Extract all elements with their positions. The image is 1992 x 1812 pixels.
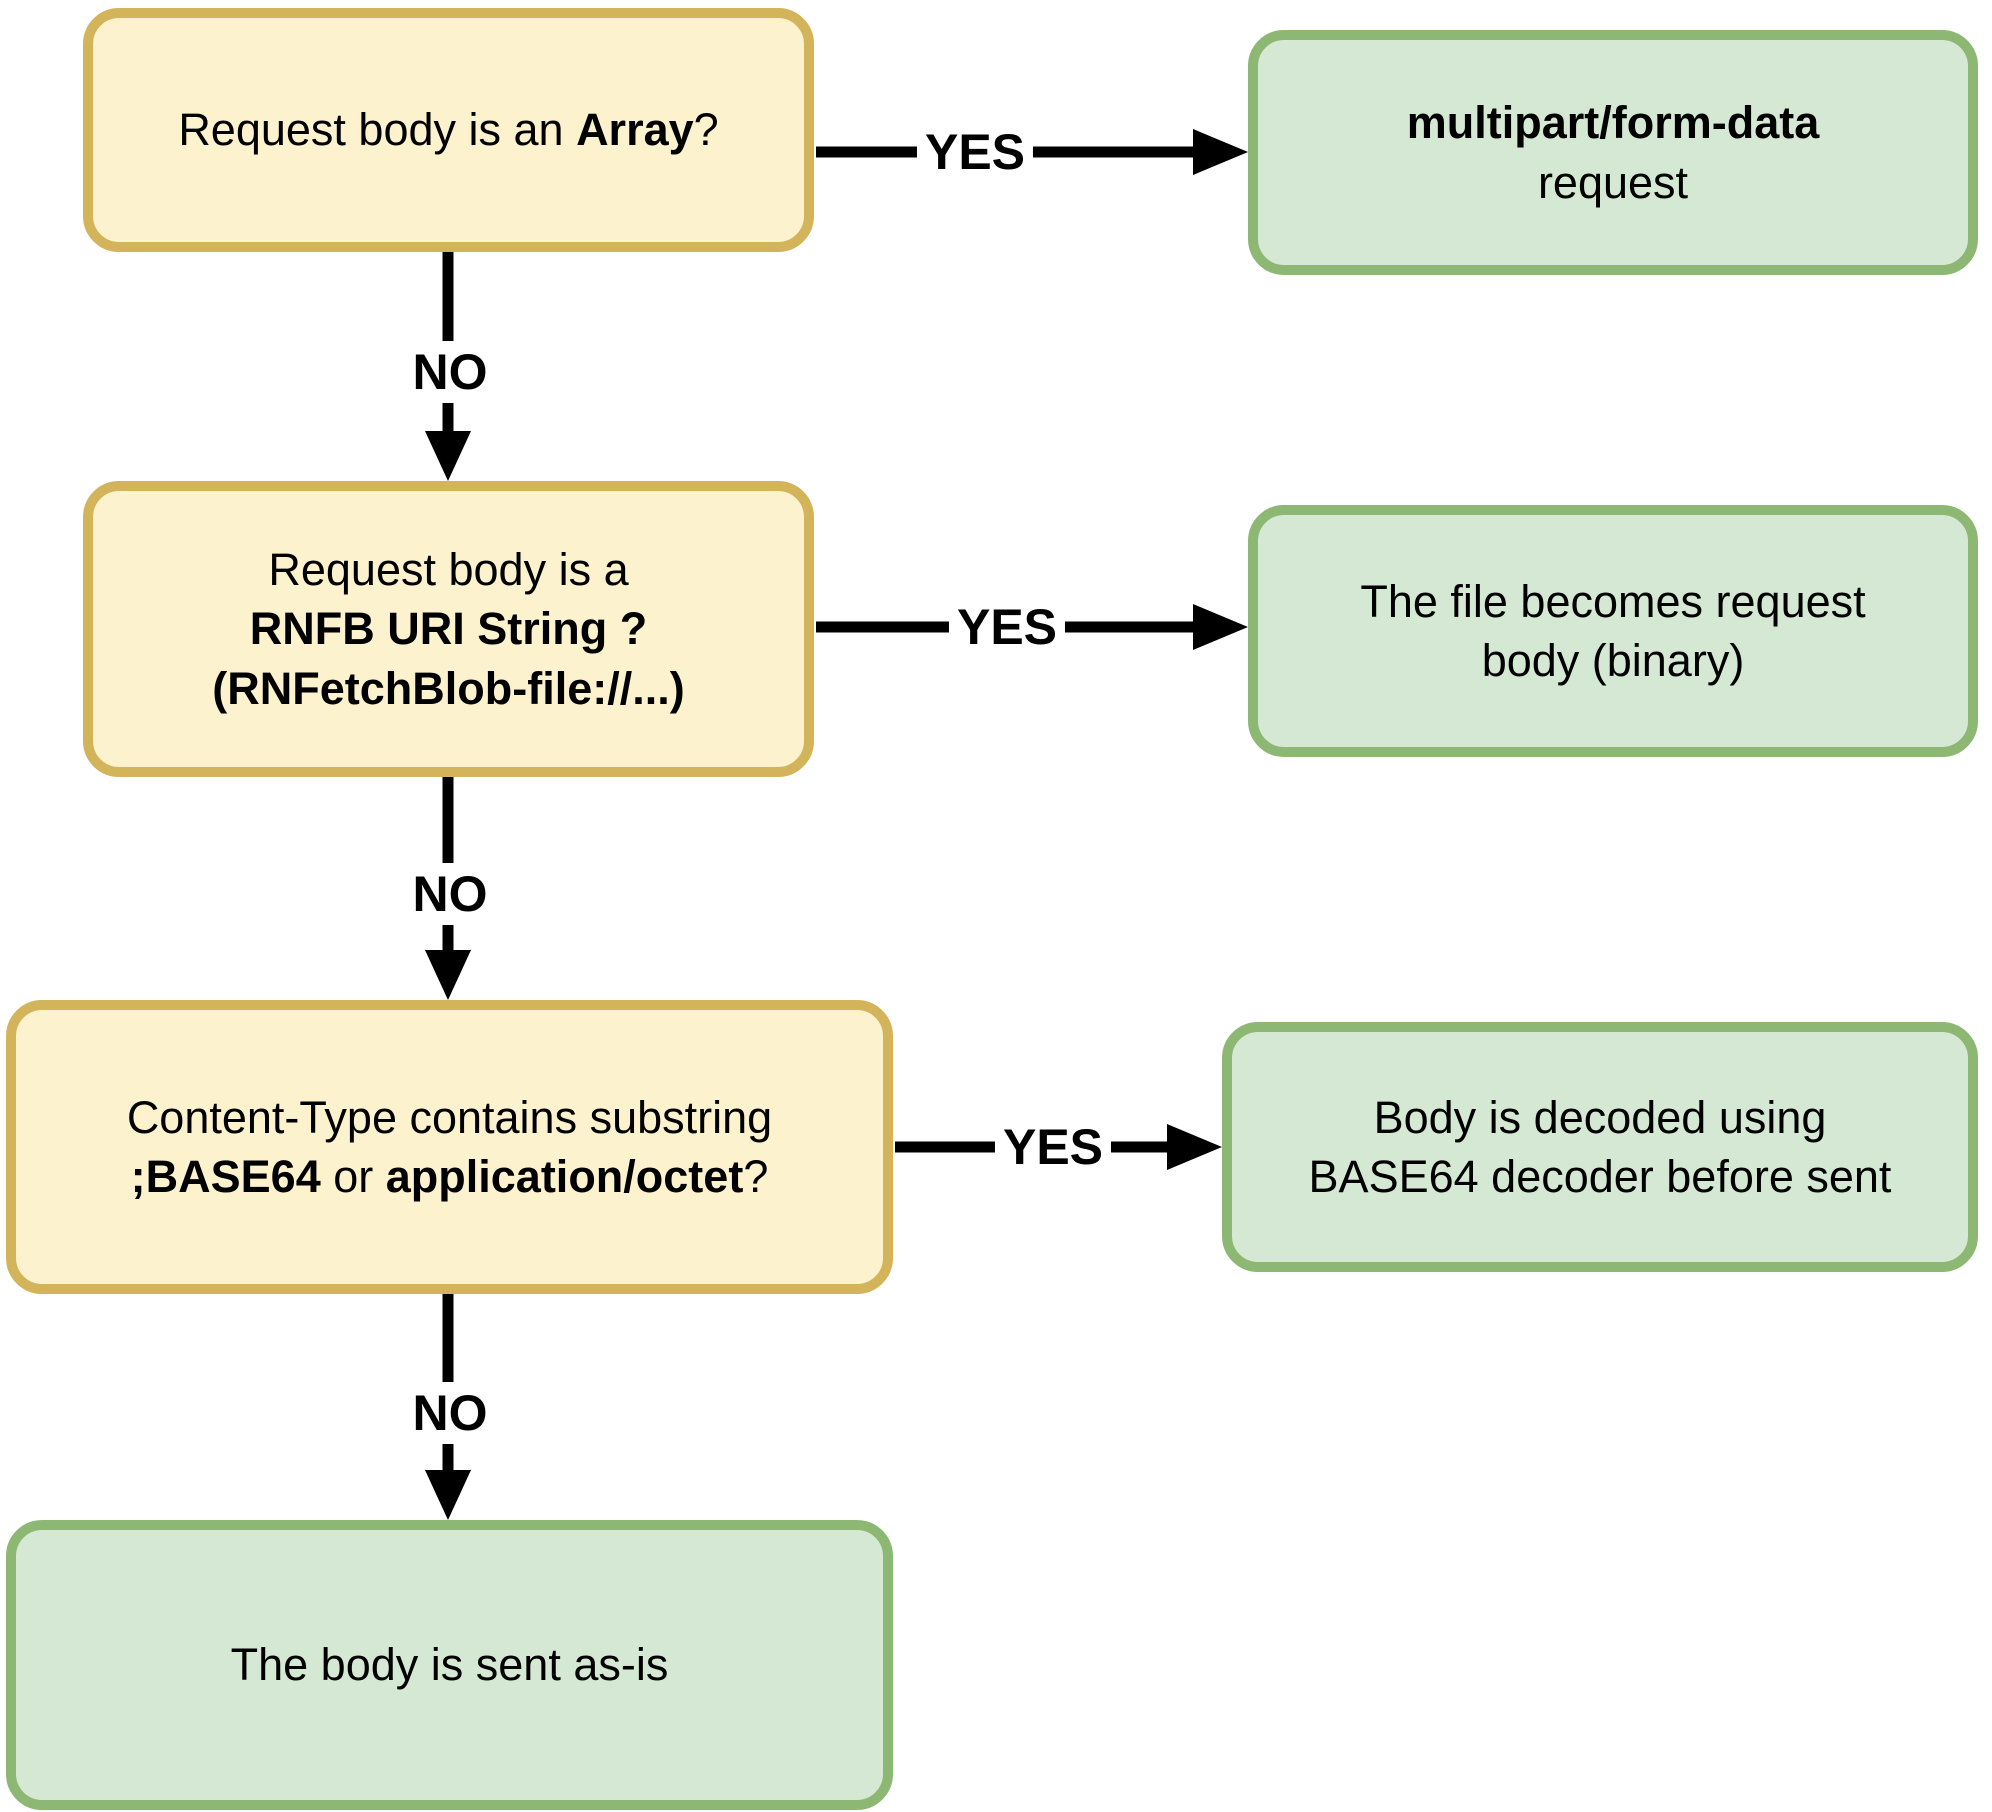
text-segment-bold: application/octet <box>385 1151 744 1202</box>
text-segment: ? <box>693 104 719 156</box>
result-line: BASE64 decoder before sent <box>1308 1151 1892 1202</box>
result-line: Body is decoded using <box>1373 1091 1827 1143</box>
question-line: Request body is a <box>268 543 629 595</box>
edge-label-yes-3: YES <box>994 1116 1112 1178</box>
node-result-file-body: The file becomes request body (binary) <box>1248 505 1978 757</box>
edge-label-no-3: NO <box>404 1382 496 1444</box>
question-line: ;BASE64 or application/octet? <box>131 1147 769 1206</box>
question-line: Content-Type contains substring <box>126 1091 773 1143</box>
node-result-base64-decoded: Body is decoded using BASE64 decoder bef… <box>1222 1022 1978 1272</box>
result-line: multipart/form-data <box>1406 97 1820 149</box>
node-result-multipart: multipart/form-data request <box>1248 30 1978 275</box>
question-line-bold: RNFB URI String ? <box>249 603 648 655</box>
edge-label-yes-1: YES <box>916 121 1034 183</box>
node-question-array: Request body is an Array? <box>83 8 814 252</box>
node-question-content-type: Content-Type contains substring ;BASE64 … <box>6 1000 893 1294</box>
text-segment: ? <box>743 1151 769 1202</box>
result-line: The file becomes request <box>1360 575 1866 627</box>
edge-label-yes-2: YES <box>948 596 1066 658</box>
node-result-sent-as-is: The body is sent as-is <box>6 1520 893 1810</box>
node-question-rnfb-uri: Request body is a RNFB URI String ? (RNF… <box>83 481 814 777</box>
edge-label-no-2: NO <box>404 863 496 925</box>
text-segment-bold: ;BASE64 <box>130 1151 321 1202</box>
result-line: request <box>1537 156 1689 208</box>
result-line: body (binary) <box>1481 635 1745 686</box>
text-segment-bold: Array <box>576 104 694 156</box>
text-segment: Request body is an <box>178 104 577 156</box>
question-line-bold: (RNFetchBlob-file://...) <box>212 662 685 714</box>
result-line: The body is sent as-is <box>230 1639 669 1691</box>
text-segment: or <box>320 1151 386 1202</box>
node-question-array-text: Request body is an Array? <box>178 100 718 159</box>
edge-label-no-1: NO <box>404 341 496 403</box>
